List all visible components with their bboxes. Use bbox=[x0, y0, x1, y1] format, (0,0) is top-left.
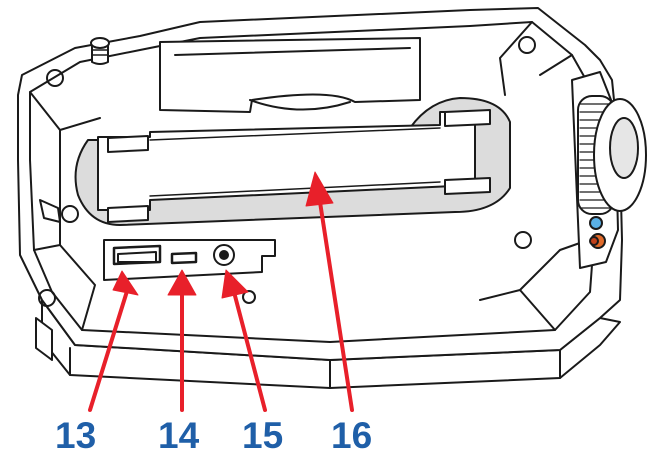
screw-hole-bottom-left bbox=[38, 289, 56, 307]
callout-label-14: 14 bbox=[158, 415, 200, 456]
status-led-blue bbox=[589, 216, 603, 230]
left-side-connector bbox=[39, 199, 61, 223]
card-slot-bracket-tab-left-top bbox=[107, 135, 149, 153]
lens-cap-inner bbox=[609, 117, 639, 179]
callout-label-16: 16 bbox=[331, 415, 373, 456]
network-port-inner bbox=[117, 251, 157, 263]
housing-left-foot bbox=[35, 317, 53, 361]
screw-hole-bottom-center bbox=[242, 290, 256, 304]
arrow-16-head bbox=[305, 171, 334, 207]
screw-hole-bottom-right bbox=[514, 231, 532, 249]
audio-jack bbox=[219, 250, 229, 260]
card-slot-bracket-tab-right-bottom bbox=[444, 177, 491, 195]
card-slot-bracket-tab-right-top bbox=[444, 109, 491, 127]
arrow-15-head bbox=[221, 269, 249, 299]
housing-top-lid-inner bbox=[174, 47, 411, 111]
arrow-15 bbox=[232, 290, 267, 412]
arrow-13-head bbox=[112, 270, 139, 296]
antenna-connector bbox=[91, 43, 109, 65]
screw-hole-top-left bbox=[46, 69, 64, 87]
card-slot-bracket-inner bbox=[149, 127, 441, 197]
arrow-14-head bbox=[167, 269, 197, 296]
usb-port bbox=[170, 251, 198, 265]
callout-label-13: 13 bbox=[55, 415, 97, 456]
card-slot-bracket-tab-left-bottom bbox=[107, 205, 149, 223]
antenna-connector-thread bbox=[91, 49, 109, 56]
housing-corner-bevels bbox=[29, 21, 595, 331]
arrow-16 bbox=[318, 200, 354, 412]
callout-arrows bbox=[88, 171, 354, 412]
screw-hole-top-right bbox=[518, 36, 536, 54]
left-side-connector-cap bbox=[61, 205, 79, 223]
status-led-orange-core bbox=[589, 236, 599, 246]
network-port bbox=[112, 244, 162, 266]
antenna-connector-cap bbox=[90, 37, 110, 49]
arrow-13 bbox=[88, 286, 130, 412]
housing-bottom-edge bbox=[69, 347, 561, 389]
callout-label-15: 15 bbox=[242, 415, 284, 456]
